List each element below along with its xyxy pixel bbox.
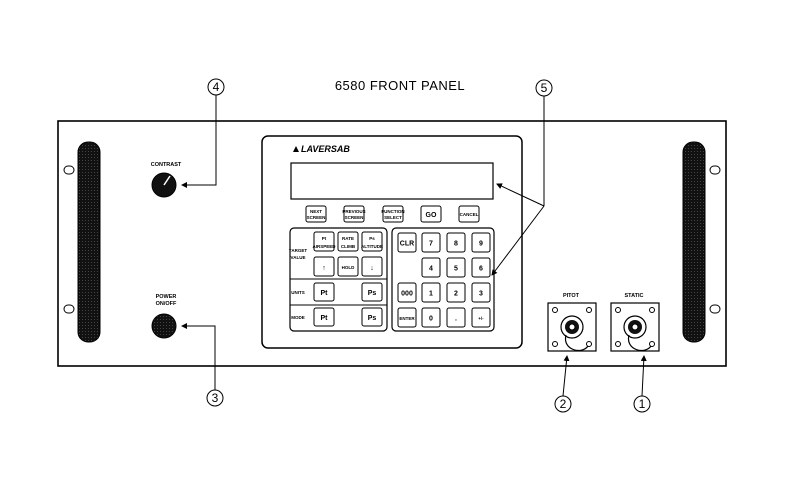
diagram-title: 6580 FRONT PANEL [335,78,465,93]
keypad-clr-button[interactable]: CLR [397,232,417,253]
svg-text:SELECT: SELECT [384,215,402,220]
svg-text:+/-: +/- [478,316,484,321]
svg-text:2: 2 [560,397,567,411]
power-label-line1: POWER [156,294,177,300]
static-port[interactable] [610,302,660,352]
keypad-k5-button[interactable]: 5 [446,257,466,278]
callout-3: 3 [181,323,224,407]
svg-text:4: 4 [213,80,220,94]
callout-2: 2 [554,355,572,413]
svg-text:4: 4 [429,266,433,273]
svg-text:SCREEN: SCREEN [345,215,364,220]
power-label-line2: ON/OFF [156,301,177,307]
target-label-line2: VALUE [291,255,306,260]
svg-text:FUNCTION: FUNCTION [381,209,404,214]
svg-text:5: 5 [454,266,458,273]
pitot-label: PITOT [563,293,580,299]
svg-text:2: 2 [454,291,458,298]
svg-text:Pt: Pt [322,236,327,241]
keypad-k4-button[interactable]: 4 [421,257,441,278]
mode-ps-button[interactable]: Ps [361,307,383,327]
mode-pt-button[interactable]: Pt [313,307,335,327]
units-label: UNITS [291,290,305,295]
svg-text:SCREEN: SCREEN [307,215,326,220]
static-label: STATIC [624,293,643,299]
keypad-dot-button[interactable]: . [446,307,466,328]
svg-text:CLR: CLR [400,241,414,248]
svg-text:HOLD: HOLD [342,265,355,270]
svg-text:6: 6 [479,266,483,273]
svg-text:AIRSPEED: AIRSPEED [312,244,336,249]
svg-text:Ps: Ps [368,290,377,297]
svg-text:.: . [455,316,457,323]
svg-text:Pt: Pt [321,290,329,297]
keypad-k9-button[interactable]: 9 [471,232,491,253]
up-arrow-icon: ↑ [322,265,326,272]
svg-text:Ps: Ps [369,236,375,241]
target-ps-altitude-button[interactable]: Ps ALTITUDE [361,231,383,252]
keypad-k7-button[interactable]: 7 [421,232,441,253]
down-arrow-button[interactable]: ↓ [361,256,383,277]
svg-text:5: 5 [541,81,548,95]
power-switch[interactable] [151,313,177,339]
up-arrow-button[interactable]: ↑ [313,256,335,277]
svg-text:3: 3 [479,291,483,298]
contrast-knob[interactable] [151,172,177,198]
svg-text:LAVERSAB: LAVERSAB [301,144,350,154]
svg-text:1: 1 [429,291,433,298]
go-button[interactable]: GO [420,205,442,223]
keypad-k2-button[interactable]: 2 [446,282,466,303]
lcd-display [290,162,494,200]
svg-text:0: 0 [429,316,433,323]
next-screen-button[interactable]: NEXT SCREEN [305,205,327,223]
keypad-plusminus-button[interactable]: +/- [471,307,491,328]
keypad-k6-button[interactable]: 6 [471,257,491,278]
svg-text:000: 000 [401,291,413,298]
keypad-k8-button[interactable]: 8 [446,232,466,253]
svg-text:GO: GO [426,212,437,219]
svg-text:Pt: Pt [321,315,329,322]
function-select-button[interactable]: FUNCTION SELECT [381,205,405,223]
units-pt-button[interactable]: Pt [313,282,335,302]
svg-text:RATE: RATE [342,236,354,241]
svg-text:ENTER: ENTER [399,316,415,321]
target-rate-climb-button[interactable]: RATE CLIMB [337,231,359,252]
svg-text:8: 8 [454,241,458,248]
svg-text:ALTITUDE: ALTITUDE [361,244,383,249]
contrast-label: CONTRAST [151,162,182,168]
svg-text:CLIMB: CLIMB [341,244,356,249]
numeric-keypad [391,227,495,332]
target-pt-airspeed-button[interactable]: Pt AIRSPEED [312,231,336,252]
callout-4: 4 [181,78,225,188]
down-arrow-icon: ↓ [370,265,374,272]
keypad-k1-button[interactable]: 1 [421,282,441,303]
svg-text:Ps: Ps [368,315,377,322]
pitot-port[interactable] [547,302,597,352]
brand-logo: LAVERSAB [293,144,350,154]
left-handle [77,141,101,343]
svg-text:NEXT: NEXT [310,209,322,214]
svg-text:9: 9 [479,241,483,248]
svg-text:1: 1 [639,397,646,411]
previous-screen-button[interactable]: PREVIOUS SCREEN [342,205,366,223]
svg-text:7: 7 [429,241,433,248]
keypad-k000-button[interactable]: 000 [397,282,417,303]
hold-button[interactable]: HOLD [337,256,359,277]
keypad-enter-button[interactable]: ENTER [397,307,417,328]
svg-text:PREVIOUS: PREVIOUS [342,209,365,214]
callout-1: 1 [633,355,651,413]
mounting-slots [63,165,721,314]
keypad-k0-button[interactable]: 0 [421,307,441,328]
mode-label: MODE [291,315,305,320]
svg-text:CANCEL: CANCEL [460,212,479,217]
units-ps-button[interactable]: Ps [361,282,383,302]
callout-5: 5 [491,79,553,276]
keypad-k3-button[interactable]: 3 [471,282,491,303]
cancel-button[interactable]: CANCEL [458,205,480,223]
svg-text:3: 3 [212,391,219,405]
target-label-line1: TARGET [289,248,307,253]
right-handle [682,141,706,343]
